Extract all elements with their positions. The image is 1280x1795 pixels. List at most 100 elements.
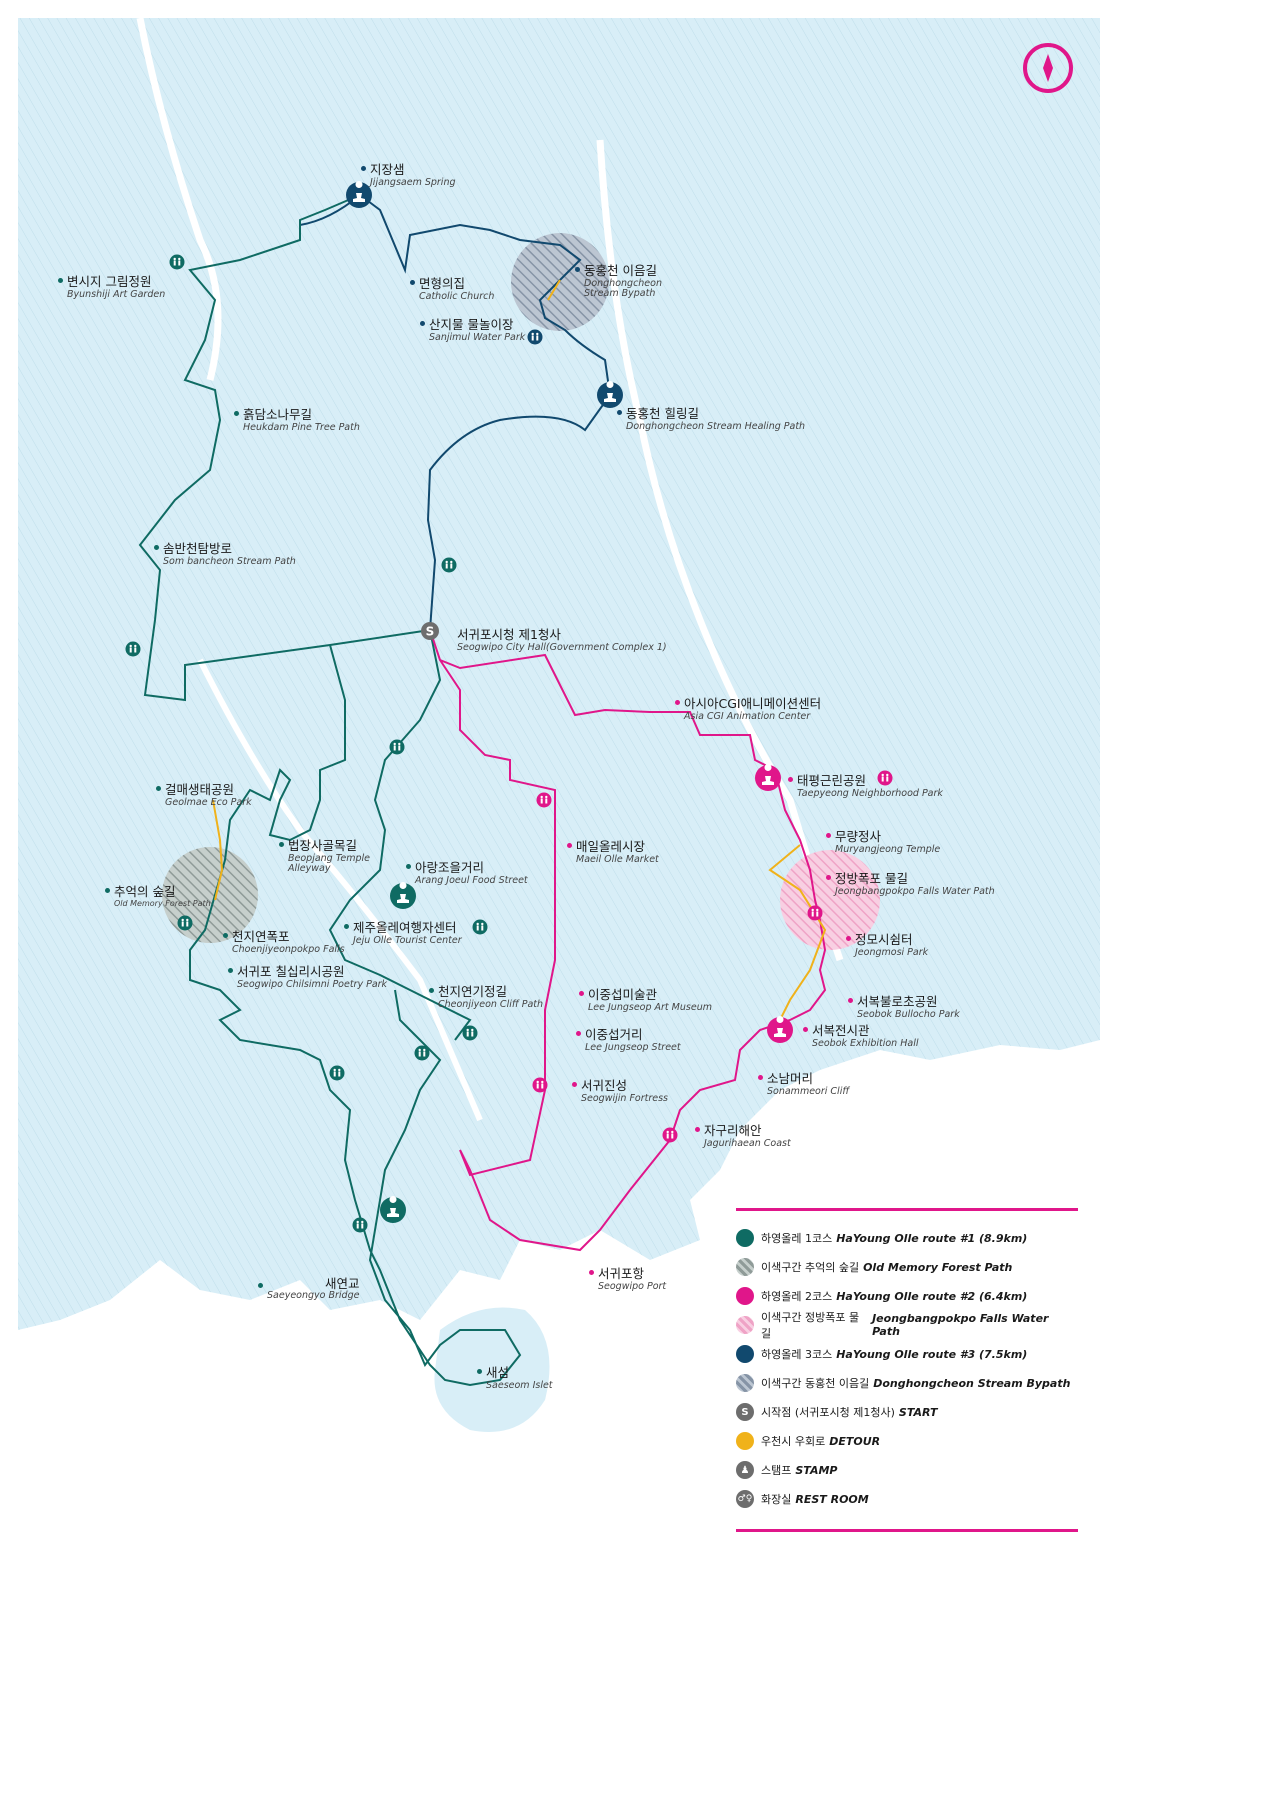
- stamp-marker-icon[interactable]: [597, 381, 623, 408]
- restroom-marker-icon[interactable]: [527, 329, 543, 345]
- forest-hatch-swatch-icon: [736, 1258, 754, 1276]
- poi-dot-icon: [846, 936, 851, 941]
- restroom-marker-icon[interactable]: [169, 254, 185, 270]
- poi-dot-icon: [589, 1270, 594, 1275]
- stamp-marker-icon[interactable]: [755, 764, 781, 791]
- restroom-marker-icon[interactable]: [177, 915, 193, 931]
- poi-dot-icon: [223, 933, 228, 938]
- restroom-marker-icon[interactable]: [662, 1127, 678, 1143]
- poi-dot-icon: [576, 1031, 581, 1036]
- restroom-marker-icon[interactable]: [462, 1025, 478, 1041]
- falls-hatch-swatch-icon: [736, 1316, 754, 1334]
- poi-dot-icon: [579, 991, 584, 996]
- stamp-marker-icon[interactable]: [346, 181, 372, 208]
- route3-line[interactable]: [359, 194, 612, 631]
- bypass-hatch-swatch-icon: [736, 1374, 754, 1392]
- restroom-marker-icon[interactable]: [877, 770, 893, 786]
- poi-label: 지장샘: [370, 162, 405, 177]
- poi-dot-icon: [477, 1369, 482, 1374]
- restroom-marker-icon[interactable]: [125, 641, 141, 657]
- route-map[interactable]: S: [0, 0, 1118, 1568]
- poi-dot-icon: [406, 864, 411, 869]
- route1-line[interactable]: [138, 194, 522, 1387]
- restroom-marker-icon[interactable]: [352, 1217, 368, 1233]
- restroom-marker-icon[interactable]: [414, 1045, 430, 1061]
- restroom-marker-icon[interactable]: [532, 1077, 548, 1093]
- poi-dot-icon: [361, 166, 366, 171]
- restroom-marker-icon[interactable]: [329, 1065, 345, 1081]
- poi-dot-icon: [429, 988, 434, 993]
- poi-dot-icon: [803, 1027, 808, 1032]
- svg-text:S: S: [426, 625, 435, 639]
- poi-dot-icon: [344, 924, 349, 929]
- poi-dot-icon: [758, 1075, 763, 1080]
- detour-line-1: [212, 799, 224, 901]
- stamp-markers: [346, 181, 793, 1223]
- restroom-marker-icon[interactable]: [807, 905, 823, 921]
- stamp-marker-icon[interactable]: [390, 882, 416, 909]
- detour-line-2: [768, 844, 827, 1021]
- start-icon: S: [736, 1403, 754, 1421]
- poi-dot-icon: [826, 875, 831, 880]
- start-marker-icon[interactable]: S: [421, 622, 439, 640]
- restroom-markers: [125, 254, 893, 1233]
- poi-dot-icon: [617, 410, 622, 415]
- route1-swatch-icon: [736, 1229, 754, 1247]
- restroom-marker-icon[interactable]: [472, 919, 488, 935]
- restroom-marker-icon[interactable]: [389, 739, 405, 755]
- falls-highlight-area: [780, 850, 880, 950]
- restroom-marker-icon[interactable]: [441, 557, 457, 573]
- stamp-marker-icon[interactable]: [767, 1016, 793, 1043]
- poi-dot-icon: [567, 843, 572, 848]
- land-area: [18, 17, 1100, 1432]
- restroom-marker-icon[interactable]: [536, 792, 552, 808]
- route2-line[interactable]: [429, 629, 827, 1252]
- stamp-marker-icon[interactable]: [380, 1196, 406, 1223]
